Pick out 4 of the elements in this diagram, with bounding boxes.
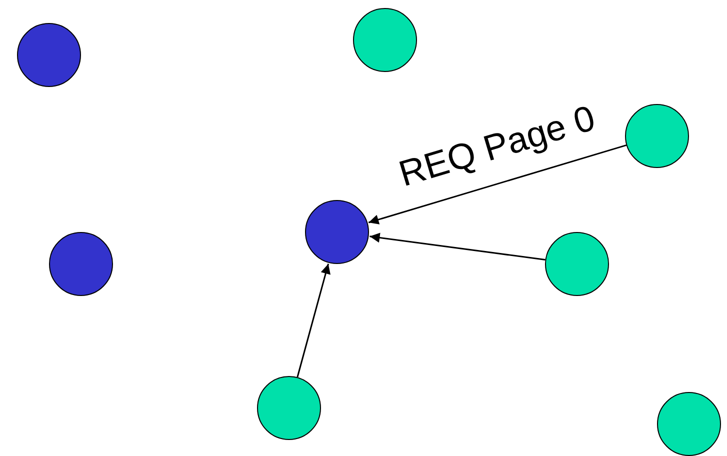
- edge-label: REQ Page 0: [396, 100, 600, 192]
- arrow: [296, 264, 330, 378]
- arrow: [368, 144, 627, 224]
- arrow: [370, 232, 546, 261]
